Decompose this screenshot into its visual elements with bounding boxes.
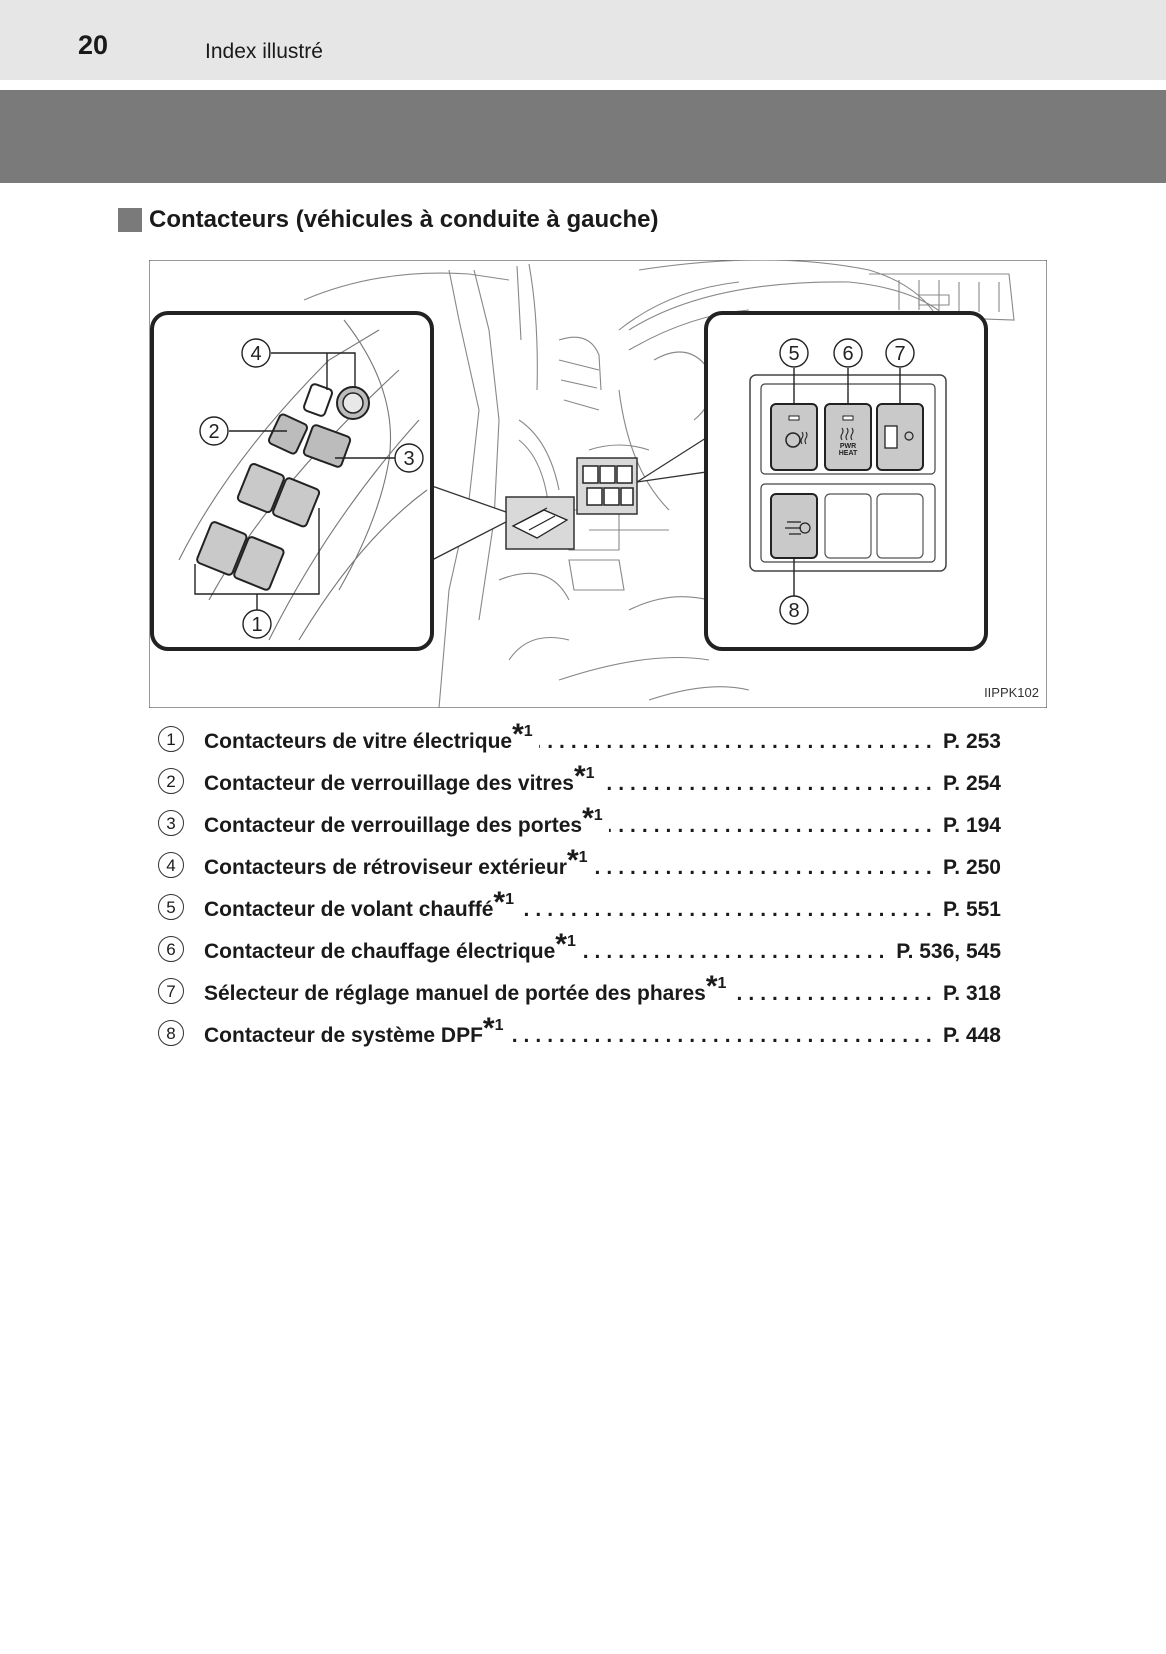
legend-item: 2 Contacteur de verrouillage des vitres*…	[158, 758, 1001, 800]
callout-5: 5	[788, 343, 799, 365]
item-label: Contacteur de système DPF	[204, 1024, 483, 1047]
section-title: Contacteurs (véhicules à conduite à gauc…	[149, 206, 659, 233]
item-note: 1	[593, 807, 603, 824]
item-label: Sélecteur de réglage manuel de portée de…	[204, 982, 706, 1005]
item-page-ref[interactable]: P. 318	[934, 982, 1001, 1006]
figure-code: IIPPK102	[984, 685, 1039, 700]
legend-item: 1 Contacteurs de vitre électrique*1 ....…	[158, 716, 1001, 758]
item-number: 2	[158, 768, 184, 794]
center-switch-block	[576, 457, 638, 515]
item-note: 1	[578, 849, 588, 866]
item-page-ref[interactable]: P. 250	[934, 856, 1001, 880]
callout-7: 7	[894, 343, 905, 365]
header-band	[0, 90, 1166, 183]
door-switch-block	[505, 496, 575, 550]
left-detail-panel	[150, 311, 434, 651]
item-note: 1	[494, 1017, 504, 1034]
page-header	[0, 0, 1166, 80]
pwr-label: PWR	[840, 443, 856, 450]
callout-3: 3	[403, 448, 414, 470]
legend-item: 6 Contacteur de chauffage électrique*1 .…	[158, 926, 1001, 968]
callout-1: 1	[251, 614, 262, 636]
callout-circles	[199, 338, 915, 639]
item-page-ref[interactable]: P. 536, 545	[888, 940, 1001, 964]
item-number: 3	[158, 810, 184, 836]
callout-8: 8	[788, 600, 799, 622]
section-heading: Contacteurs (véhicules à conduite à gauc…	[118, 206, 658, 234]
section-marker-icon	[118, 208, 142, 232]
running-title: Index illustré	[205, 40, 323, 63]
item-page-ref[interactable]: P. 253	[934, 730, 1001, 754]
item-label: Contacteur de verrouillage des portes	[204, 814, 583, 837]
item-note: 1	[505, 891, 514, 908]
item-note: 1	[717, 975, 727, 992]
item-label: Contacteur de verrouillage des vitres	[204, 772, 574, 795]
callout-2: 2	[208, 421, 219, 443]
item-number: 5	[158, 894, 184, 920]
item-label: Contacteurs de vitre électrique	[204, 730, 513, 753]
legend-item: 5 Contacteur de volant chauffé*1 .......…	[158, 884, 1001, 926]
item-page-ref[interactable]: P. 448	[934, 1024, 1001, 1048]
legend-item: 7 Sélecteur de réglage manuel de portée …	[158, 968, 1001, 1010]
item-page-ref[interactable]: P. 254	[934, 772, 1001, 796]
item-page-ref[interactable]: P. 551	[934, 898, 1001, 922]
item-number: 1	[158, 726, 184, 752]
item-page-ref[interactable]: P. 194	[934, 814, 1001, 838]
item-note: 1	[566, 933, 576, 950]
legend-item: 8 Contacteur de système DPF*1 ..........…	[158, 1010, 1001, 1052]
item-number: 8	[158, 1020, 184, 1046]
switches-illustration: PWR HEAT 4 2 3 1 5 6 7 8	[149, 260, 1047, 708]
item-note: 1	[523, 723, 533, 740]
callout-4: 4	[250, 343, 261, 365]
callout-6: 6	[842, 343, 853, 365]
heat-label: HEAT	[839, 450, 858, 457]
item-label: Contacteurs de rétroviseur extérieur	[204, 856, 567, 879]
item-number: 7	[158, 978, 184, 1004]
switch-legend: 1 Contacteurs de vitre électrique*1 ....…	[158, 716, 1001, 1052]
page-number: 20	[78, 30, 109, 60]
legend-item: 3 Contacteur de verrouillage des portes*…	[158, 800, 1001, 842]
right-detail-panel: PWR HEAT	[704, 311, 988, 651]
legend-item: 4 Contacteurs de rétroviseur extérieur*1…	[158, 842, 1001, 884]
item-label: Contacteur de chauffage électrique	[204, 940, 556, 963]
item-note: 1	[585, 765, 595, 782]
item-number: 4	[158, 852, 184, 878]
item-number: 6	[158, 936, 184, 962]
item-label: Contacteur de volant chauffé	[204, 898, 494, 921]
